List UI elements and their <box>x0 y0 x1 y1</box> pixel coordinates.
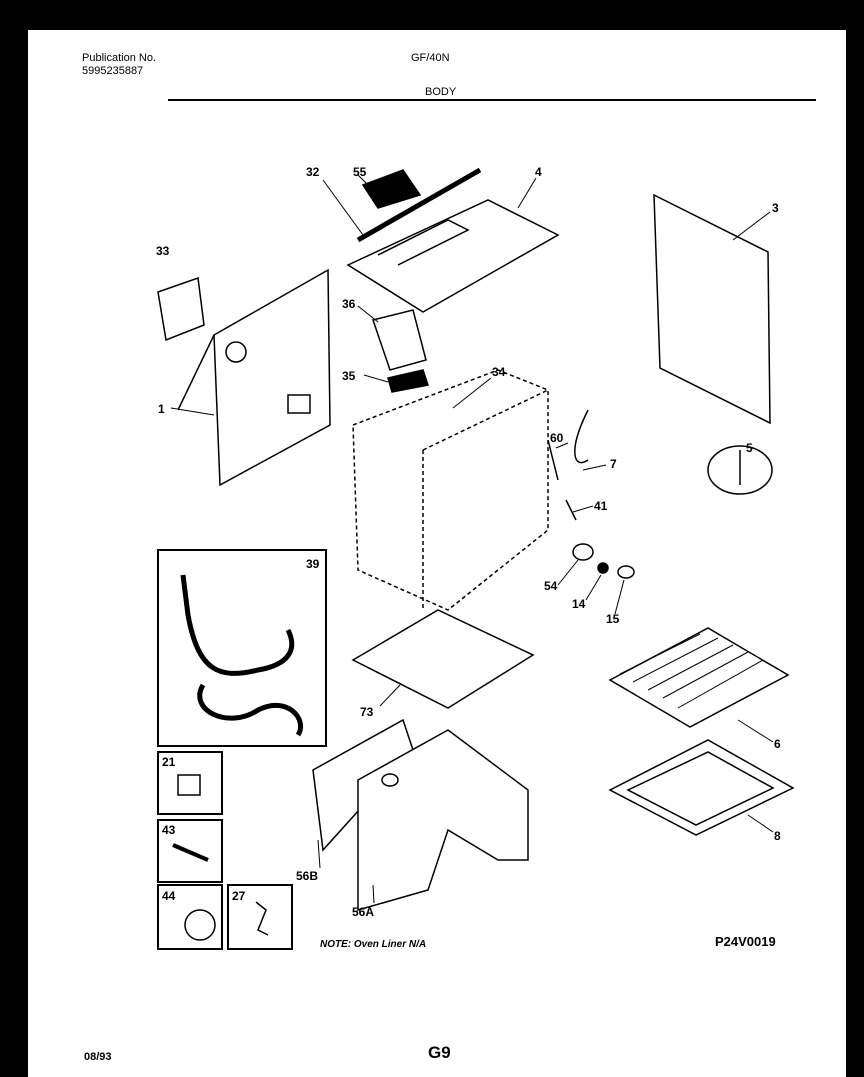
callout-44: 44 <box>162 889 176 903</box>
part-14 <box>597 562 609 574</box>
bracket-part-33 <box>157 276 205 342</box>
back-panel-part <box>213 268 331 487</box>
body-frame-dashed <box>352 369 549 611</box>
part-41 <box>565 499 577 521</box>
box-27 <box>227 884 293 950</box>
part-15 <box>617 565 635 579</box>
box-21 <box>157 751 223 815</box>
part-56A <box>357 729 529 911</box>
diagram-code: P24V0019 <box>715 934 776 949</box>
callout-8: 8 <box>774 829 781 843</box>
callout-55: 55 <box>353 165 367 179</box>
callout-73: 73 <box>360 705 374 719</box>
box-43 <box>157 819 223 883</box>
broil-tray <box>608 739 795 836</box>
bottom-plate-part <box>351 609 535 709</box>
callout-1: 1 <box>158 402 165 416</box>
callout-21: 21 <box>162 755 176 769</box>
part-7 <box>574 409 589 464</box>
callout-36: 36 <box>342 297 356 311</box>
callout-15: 15 <box>606 612 620 626</box>
callout-39: 39 <box>306 557 320 571</box>
part-54 <box>572 543 594 561</box>
publication-number: 5995235887 <box>82 65 144 77</box>
callout-14: 14 <box>572 597 586 611</box>
strip-part-32 <box>356 167 482 243</box>
oven-rack <box>608 627 790 728</box>
callout-56A: 56A <box>352 905 375 919</box>
callout-60: 60 <box>550 431 564 445</box>
callout-34: 34 <box>492 365 506 379</box>
callout-54: 54 <box>544 579 558 593</box>
oven-liner-note: NOTE: Oven Liner N/A <box>320 939 427 950</box>
model-number: GF/40N <box>411 52 450 64</box>
callout-3: 3 <box>772 201 779 215</box>
power-cord <box>180 574 295 676</box>
part-36 <box>372 309 427 371</box>
page-number: G9 <box>428 1043 451 1062</box>
callout-41: 41 <box>594 499 608 513</box>
top-trough-part <box>346 199 560 313</box>
side-panel-part <box>653 193 771 425</box>
callout-56B: 56B <box>296 869 319 883</box>
callout-27: 27 <box>232 889 246 903</box>
publication-label: Publication No. <box>82 52 156 64</box>
callout-43: 43 <box>162 823 176 837</box>
callout-32: 32 <box>306 165 320 179</box>
callout-6: 6 <box>774 737 781 751</box>
cord-box <box>157 549 327 747</box>
section-title: BODY <box>425 86 457 98</box>
part-55 <box>361 169 422 209</box>
part-35 <box>387 369 429 393</box>
callout-4: 4 <box>535 165 542 179</box>
revision-date: 08/93 <box>84 1051 112 1063</box>
exploded-view-drawing <box>157 99 816 950</box>
callout-33: 33 <box>156 244 170 258</box>
box-44 <box>157 884 223 950</box>
callout-35: 35 <box>342 369 356 383</box>
part-60 <box>547 439 559 481</box>
callout-7: 7 <box>610 457 617 471</box>
leveling-leg-part <box>707 445 773 495</box>
parts-diagram-page: Publication No. 5995235887 GF/40N BODY 1… <box>28 30 846 1077</box>
callout-5: 5 <box>746 441 753 455</box>
